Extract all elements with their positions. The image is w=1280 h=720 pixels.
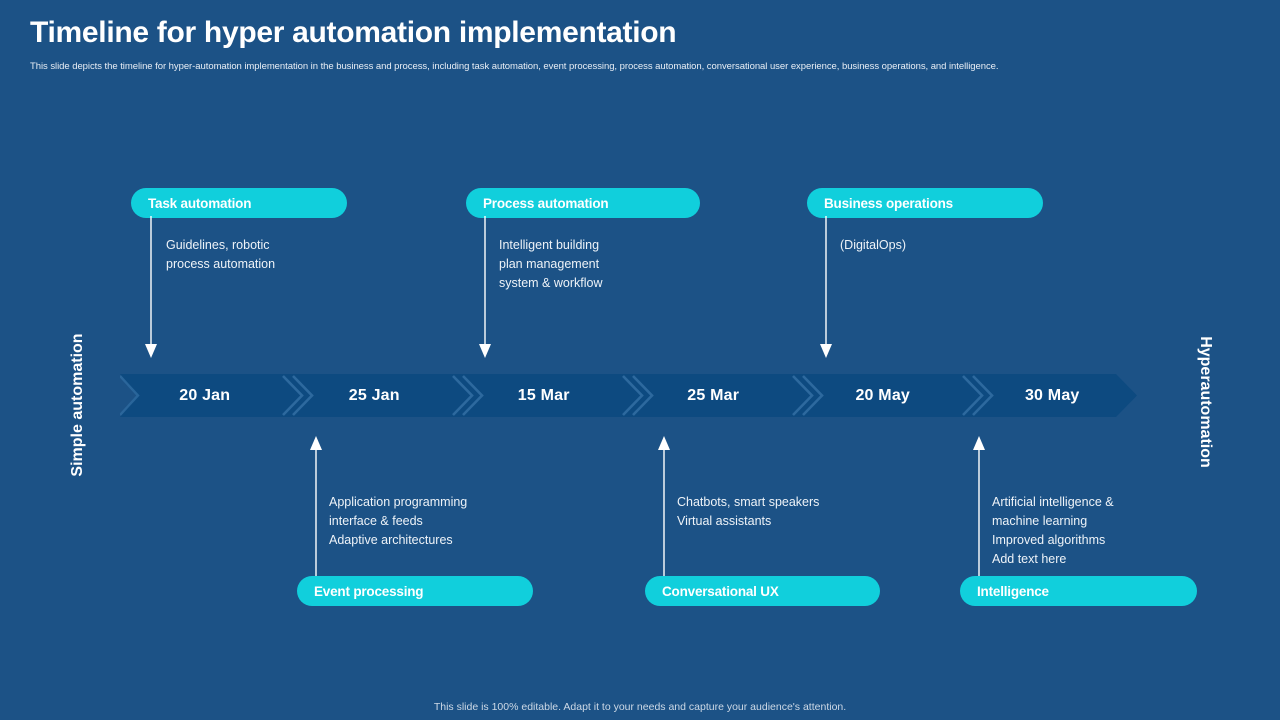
pill-label: Business operations [824,195,953,211]
footer-note: This slide is 100% editable. Adapt it to… [433,701,847,713]
timeline-date-2[interactable]: 15 Mar [517,386,570,404]
axis-label-simple-automation: Simple automation [69,333,86,477]
connector-up-intelligence [970,432,988,580]
connector-down-task-automation [142,216,160,360]
timeline-date-4[interactable]: 20 May [855,386,911,404]
timeline-bar: 20 Jan 25 Jan 15 Mar 25 Mar 20 May 30 Ma… [120,374,1137,417]
slide-header: Timeline for hyper automation implementa… [30,16,1220,73]
description-task-automation: Guidelines, robotic process automation [166,238,276,271]
timeline-chevrons [120,374,1137,417]
description-process-automation: Intelligent building plan management sys… [499,238,603,290]
description-intelligence: Artificial intelligence & machine learni… [992,495,1114,566]
page-title: Timeline for hyper automation implementa… [30,16,677,49]
connector-up-conversational-ux [655,432,673,580]
pill-label: Process automation [483,195,609,211]
pill-intelligence[interactable]: Intelligence [960,576,1197,606]
description-event-processing: Application programming interface & feed… [329,495,468,547]
timeline-date-3[interactable]: 25 Mar [687,386,740,404]
axis-label-hyperautomation: Hyperautomation [1197,336,1214,468]
description-conversational-ux: Chatbots, smart speakers Virtual assista… [677,495,820,528]
pill-label: Task automation [148,195,252,211]
pill-task-automation[interactable]: Task automation [131,188,347,218]
connector-up-event-processing [307,432,325,580]
pill-label: Intelligence [977,583,1049,599]
description-business-operations: (DigitalOps) [840,238,906,252]
slide-subtitle: This slide depicts the timeline for hype… [30,60,999,72]
connector-down-process-automation [476,216,494,360]
pill-event-processing[interactable]: Event processing [297,576,533,606]
pill-process-automation[interactable]: Process automation [466,188,700,218]
pill-label: Event processing [314,583,424,599]
timeline-date-1[interactable]: 25 Jan [348,386,400,404]
pill-business-operations[interactable]: Business operations [807,188,1043,218]
timeline-date-0[interactable]: 20 Jan [179,386,231,404]
pill-label: Conversational UX [662,583,779,599]
pill-conversational-ux[interactable]: Conversational UX [645,576,880,606]
connector-down-business-operations [817,216,835,360]
timeline-date-labels: 20 Jan 25 Jan 15 Mar 25 Mar 20 May 30 Ma… [120,374,1137,417]
timeline-date-5[interactable]: 30 May [1024,386,1080,404]
